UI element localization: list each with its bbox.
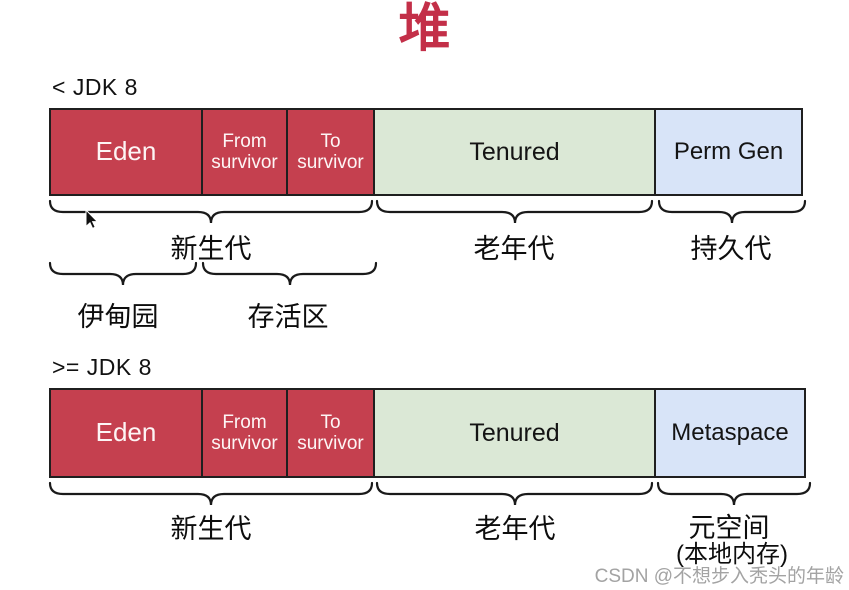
box-to-survivor-jdk8: To survivor [288, 390, 375, 476]
box-tenured-jdk7: Tenured [375, 110, 656, 194]
jdk-version-label-before-8: < JDK 8 [52, 74, 138, 100]
box-perm-gen-jdk7: Perm Gen [656, 110, 801, 194]
jdk-version-label-8-and-later: >= JDK 8 [52, 354, 152, 380]
brace-permanent-generation-jdk7 [657, 199, 807, 224]
label-young-generation-jdk8: 新生代 [170, 514, 252, 544]
brace-young-generation-jdk8 [48, 481, 374, 506]
box-eden-jdk8: Eden [51, 390, 203, 476]
label-young-generation-jdk7: 新生代 [170, 234, 252, 264]
brace-eden-cn [48, 261, 198, 286]
page-title: 堆 [398, 0, 451, 58]
label-metaspace-cn: 元空间 [688, 513, 770, 543]
box-from-survivor-jdk8: From survivor [203, 390, 288, 476]
label-old-generation-jdk7: 老年代 [473, 234, 555, 264]
box-tenured-jdk8: Tenured [375, 390, 656, 476]
box-metaspace-jdk8: Metaspace [656, 390, 804, 476]
label-eden-cn: 伊甸园 [77, 302, 159, 332]
box-eden-jdk7: Eden [51, 110, 203, 194]
label-permanent-generation-jdk7: 持久代 [690, 234, 772, 264]
brace-metaspace-jdk8 [656, 481, 812, 506]
brace-old-generation-jdk7 [375, 199, 654, 224]
brace-old-generation-jdk8 [375, 481, 654, 506]
label-metaspace-native-memory-note: (本地内存) [676, 541, 788, 568]
label-old-generation-jdk8: 老年代 [474, 514, 556, 544]
box-to-survivor-jdk7: To survivor [288, 110, 375, 194]
box-from-survivor-jdk7: From survivor [203, 110, 288, 194]
heap-row-before-jdk8: Eden From survivor To survivor Tenured P… [49, 108, 803, 196]
brace-young-generation-jdk7 [48, 199, 374, 224]
heap-row-jdk8-plus: Eden From survivor To survivor Tenured M… [49, 388, 806, 478]
brace-survivor-area-cn [201, 261, 378, 286]
csdn-watermark: CSDN @不想步入秃头的年龄 [594, 566, 844, 587]
mouse-cursor-icon [85, 208, 99, 230]
label-survivor-area-cn: 存活区 [247, 302, 329, 332]
